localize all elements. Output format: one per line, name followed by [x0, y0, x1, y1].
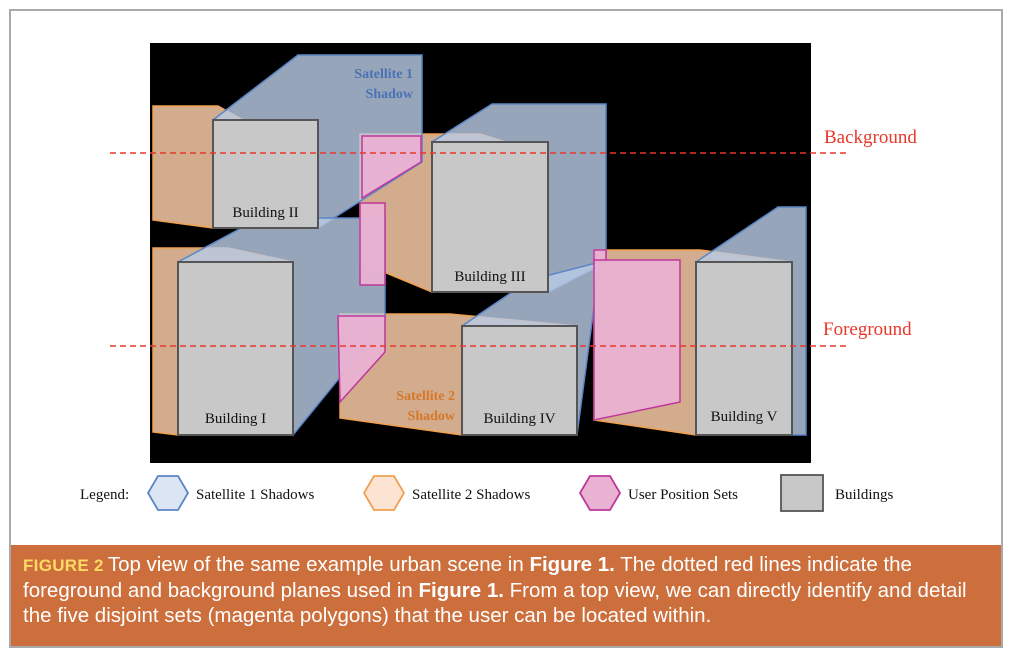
building-iii-label: Building III — [454, 269, 525, 285]
building-iv-label: Building IV — [483, 411, 555, 427]
building-v-label: Building V — [711, 409, 778, 425]
legend-user-position-swatch — [578, 475, 622, 511]
urban-scene-diagram: Background Foreground Satellite 1 Shadow… — [80, 43, 917, 512]
satellite-2-shadow-label-line2: Shadow — [408, 409, 456, 424]
legend-satellite-2-label: Satellite 2 Shadows — [412, 487, 530, 503]
background-plane-label: Background — [824, 127, 917, 148]
user-set-2 — [359, 202, 386, 286]
legend-building-swatch — [780, 474, 824, 512]
legend-building-label: Buildings — [835, 487, 894, 503]
caption-figure-label: FIGURE 2 — [23, 556, 104, 575]
caption-text-3: From a top view, we can directly identif… — [23, 579, 967, 627]
legend-title: Legend: — [80, 487, 129, 503]
caption-figure-ref-2: Figure 1. — [418, 579, 504, 602]
legend-satellite-2-swatch — [362, 475, 406, 511]
foreground-plane-label: Foreground — [823, 319, 912, 340]
user-position-sets — [337, 135, 681, 421]
building-i-label: Building I — [205, 411, 266, 427]
user-set-5 — [593, 259, 681, 421]
satellite-1-shadow-label-line1: Satellite 1 — [354, 67, 413, 82]
legend: Legend: Satellite 1 Shadows Satellite 2 … — [80, 474, 894, 512]
building-iv — [461, 325, 578, 436]
building-ii — [212, 119, 319, 229]
caption-text-2: The dotted red lines indicate the foregr… — [23, 553, 912, 602]
legend-satellite-1-label: Satellite 1 Shadows — [196, 487, 314, 503]
building-ii-label: Building II — [232, 205, 298, 221]
legend-satellite-1-swatch — [146, 475, 190, 511]
legend-user-position-label: User Position Sets — [628, 487, 738, 503]
caption-figure-ref-1: Figure 1. — [529, 553, 615, 576]
satellite-1-shadow-label-line2: Shadow — [366, 87, 414, 102]
user-set-1 — [361, 135, 422, 200]
building-i — [177, 261, 294, 436]
building-v — [695, 261, 793, 436]
buildings — [177, 119, 793, 436]
user-set-3 — [337, 315, 386, 404]
satellite-2-shadow-label-line1: Satellite 2 — [396, 389, 455, 404]
building-iii — [431, 141, 549, 293]
caption-text-1: Top view of the same example urban scene… — [107, 553, 530, 576]
